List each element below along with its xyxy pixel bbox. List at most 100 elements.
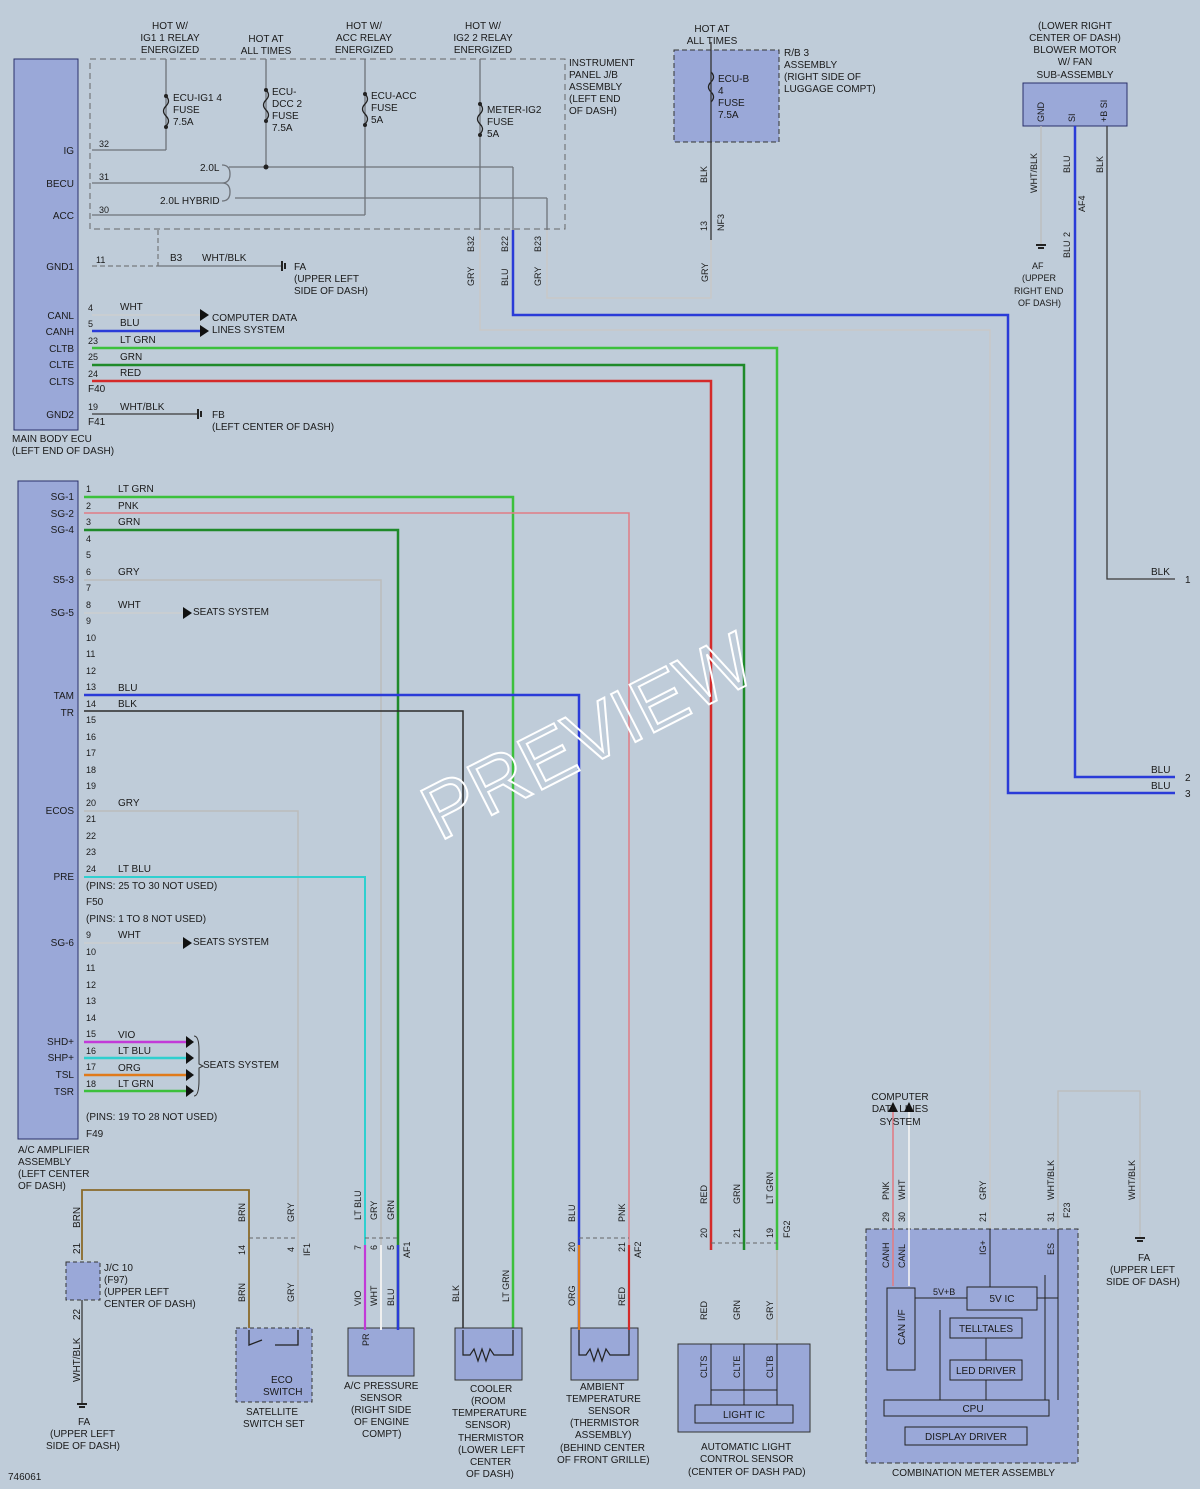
svg-text:CANL: CANL — [897, 1244, 907, 1268]
svg-text:21: 21 — [86, 814, 96, 824]
svg-text:ASSEMBLY: ASSEMBLY — [784, 60, 837, 71]
svg-text:LT BLU: LT BLU — [353, 1190, 363, 1220]
svg-text:WHT/BLK: WHT/BLK — [1029, 153, 1039, 193]
wire-ecos — [84, 810, 299, 1330]
svg-text:TEMPERATURE: TEMPERATURE — [566, 1394, 641, 1405]
svg-text:4: 4 — [718, 86, 724, 97]
svg-text:B32: B32 — [466, 236, 476, 252]
svg-text:31: 31 — [99, 172, 109, 182]
svg-text:(PINS: 25 TO 30 NOT USED): (PINS: 25 TO 30 NOT USED) — [86, 881, 217, 892]
svg-text:BLU: BLU — [1151, 781, 1170, 792]
svg-text:CENTER: CENTER — [470, 1457, 511, 1468]
blower-motor-box — [1022, 82, 1128, 127]
svg-text:(F97): (F97) — [104, 1275, 128, 1286]
svg-text:ECU-: ECU- — [272, 87, 296, 98]
svg-text:TEMPERATURE: TEMPERATURE — [452, 1408, 527, 1419]
svg-text:CPU: CPU — [962, 1404, 983, 1415]
svg-text:(LEFT END: (LEFT END — [569, 94, 621, 105]
svg-text:(LEFT CENTER OF DASH): (LEFT CENTER OF DASH) — [212, 422, 334, 433]
svg-text:NF3: NF3 — [716, 214, 726, 231]
svg-text:ORG: ORG — [567, 1285, 577, 1306]
svg-text:SHP+: SHP+ — [48, 1053, 75, 1064]
ground-fa-icon — [77, 1403, 87, 1408]
ground-fa-icon — [281, 261, 286, 271]
svg-text:3: 3 — [86, 517, 91, 527]
svg-text:AF2: AF2 — [633, 1241, 643, 1258]
svg-text:18: 18 — [86, 1079, 96, 1089]
svg-text:IG2 2 RELAY: IG2 2 RELAY — [453, 33, 513, 44]
svg-text:CONTROL SENSOR: CONTROL SENSOR — [700, 1454, 794, 1465]
svg-text:SG-5: SG-5 — [51, 608, 75, 619]
svg-text:21: 21 — [732, 1228, 742, 1238]
fuse-ecu-acc-icon — [361, 92, 369, 127]
svg-text:TR: TR — [61, 708, 74, 719]
wire-b32-gry — [479, 230, 991, 1250]
svg-text:GRY: GRY — [466, 267, 476, 286]
svg-text:SIDE OF DASH): SIDE OF DASH) — [1106, 1277, 1180, 1288]
svg-text:GRY: GRY — [533, 267, 543, 286]
svg-text:SENSOR: SENSOR — [588, 1406, 630, 1417]
svg-text:+B SI: +B SI — [1099, 100, 1109, 122]
svg-text:TSR: TSR — [54, 1087, 74, 1098]
svg-text:GRN: GRN — [120, 352, 142, 363]
svg-text:S5-3: S5-3 — [53, 575, 75, 586]
svg-text:10: 10 — [86, 947, 96, 957]
svg-text:SEATS SYSTEM: SEATS SYSTEM — [193, 607, 269, 618]
svg-text:GRN: GRN — [118, 517, 140, 528]
svg-text:30: 30 — [99, 205, 109, 215]
svg-text:1: 1 — [1185, 575, 1191, 586]
svg-text:BLU: BLU — [1062, 155, 1072, 173]
svg-text:BLK: BLK — [451, 1285, 461, 1302]
svg-text:18: 18 — [86, 765, 96, 775]
svg-text:FA: FA — [294, 262, 307, 273]
svg-text:GRY: GRY — [369, 1201, 379, 1220]
svg-text:5V+B: 5V+B — [933, 1287, 955, 1297]
svg-text:PR: PR — [361, 1333, 371, 1346]
svg-text:GND: GND — [1036, 102, 1046, 123]
svg-text:BLU: BLU — [1151, 765, 1170, 776]
svg-text:2.0L: 2.0L — [200, 163, 220, 174]
svg-text:(RIGHT SIDE OF: (RIGHT SIDE OF — [784, 72, 861, 83]
svg-text:INSTRUMENT: INSTRUMENT — [569, 58, 635, 69]
svg-text:ALL TIMES: ALL TIMES — [241, 46, 292, 57]
svg-text:7.5A: 7.5A — [718, 110, 739, 121]
arrow-up-icon — [888, 1102, 898, 1112]
svg-text:GRY: GRY — [286, 1203, 296, 1222]
svg-text:PNK: PNK — [118, 501, 139, 512]
svg-text:BLK: BLK — [1151, 567, 1170, 578]
svg-text:SG-1: SG-1 — [51, 492, 75, 503]
svg-text:LED DRIVER: LED DRIVER — [956, 1366, 1016, 1377]
svg-text:20: 20 — [86, 798, 96, 808]
svg-text:BLOWER MOTOR: BLOWER MOTOR — [1033, 45, 1116, 56]
wire-clte — [92, 363, 746, 1250]
svg-text:CAN I/F: CAN I/F — [897, 1309, 908, 1345]
svg-text:ECO: ECO — [271, 1375, 293, 1386]
svg-text:22: 22 — [86, 831, 96, 841]
svg-text:AF4: AF4 — [1077, 195, 1087, 212]
arrow-icon — [183, 607, 194, 1097]
svg-text:5: 5 — [88, 319, 93, 329]
svg-text:VIO: VIO — [353, 1290, 363, 1306]
svg-text:GND2: GND2 — [46, 410, 74, 421]
fuse-labels: ECU-IG1 4 FUSE 7.5A ECU- DCC 2 FUSE 7.5A… — [160, 87, 542, 207]
svg-text:(BEHIND CENTER: (BEHIND CENTER — [560, 1443, 645, 1454]
svg-text:(LOWER LEFT: (LOWER LEFT — [458, 1445, 525, 1456]
svg-text:CLTS: CLTS — [49, 377, 74, 388]
svg-text:GND1: GND1 — [46, 262, 74, 273]
svg-text:ES: ES — [1046, 1243, 1056, 1255]
svg-text:AMBIENT: AMBIENT — [580, 1382, 624, 1393]
svg-text:FA: FA — [78, 1417, 91, 1428]
ac-pressure-sensor-box — [347, 1327, 415, 1377]
instrument-jb-box — [89, 58, 566, 230]
svg-text:SHD+: SHD+ — [47, 1037, 74, 1048]
svg-text:BLK: BLK — [118, 699, 137, 710]
fuse-wiring — [92, 59, 548, 230]
svg-text:BRN: BRN — [72, 1207, 83, 1228]
svg-text:9: 9 — [86, 930, 91, 940]
svg-text:14: 14 — [86, 1013, 96, 1023]
svg-text:(LEFT END OF DASH): (LEFT END OF DASH) — [12, 446, 114, 457]
svg-text:SYSTEM: SYSTEM — [879, 1117, 920, 1128]
svg-text:16: 16 — [86, 1046, 96, 1056]
